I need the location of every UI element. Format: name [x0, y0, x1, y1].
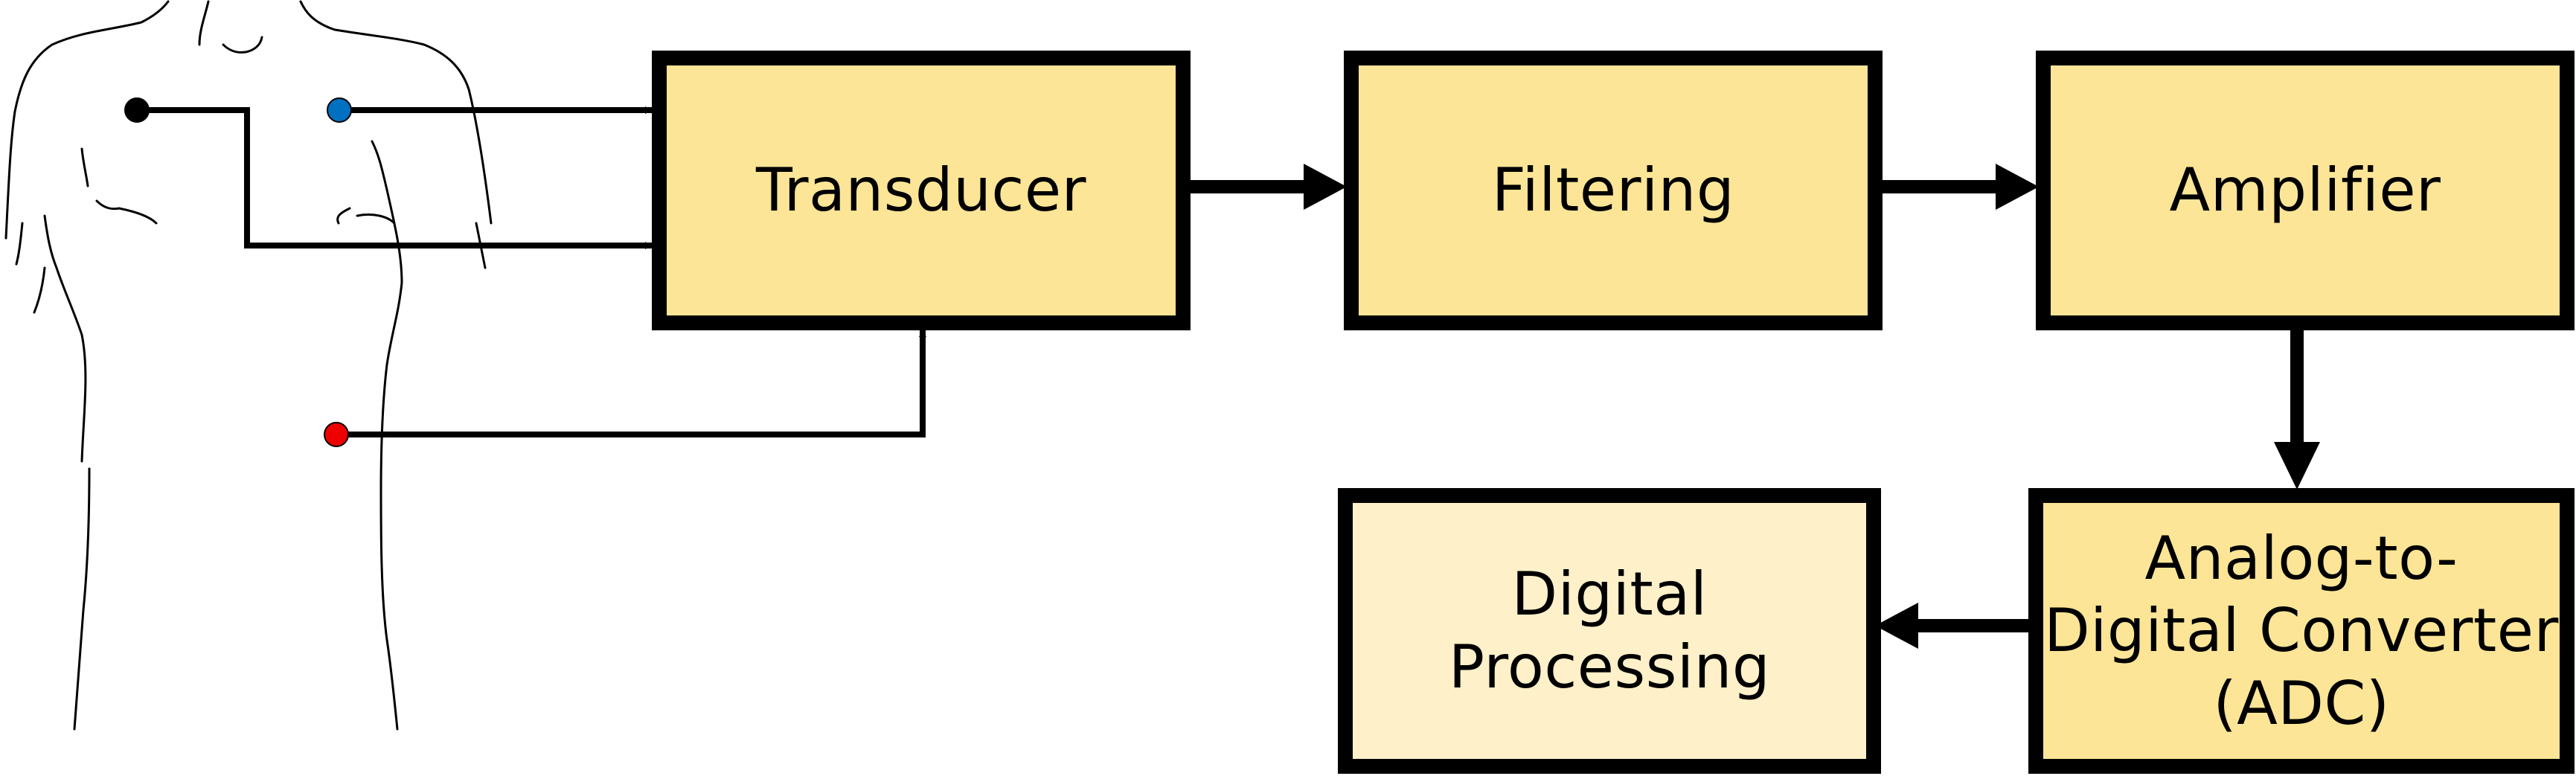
amplifier-block: Amplifier	[2036, 51, 2575, 330]
filtering-block: Filtering	[1344, 51, 1883, 330]
arrow-filtering-to-amplifier	[1996, 164, 2039, 210]
torso-outline	[4, 0, 493, 731]
red-electrode	[324, 422, 349, 447]
wires	[137, 106, 926, 437]
blue-electrode	[327, 97, 352, 123]
filtering-label: Filtering	[1491, 155, 1735, 225]
adc-block: Analog-to- Digital Converter (ADC)	[2028, 488, 2575, 774]
wire-red-electrode	[336, 330, 926, 437]
digital-processing-block: Digital Processing	[1338, 488, 1881, 774]
arrow-transducer-to-filtering	[1304, 164, 1347, 210]
signal-arrows	[1189, 164, 2320, 649]
adc-label-line-3: (ADC)	[2213, 668, 2390, 738]
arrow-amplifier-to-adc	[2274, 442, 2320, 490]
transducer-block: Transducer	[652, 51, 1191, 330]
adc-label-line-2: Digital Converter	[2044, 596, 2559, 666]
wire-black-electrode	[137, 107, 653, 249]
adc-label-line-1: Analog-to-	[2144, 523, 2458, 593]
digital-processing-label-line-1: Digital	[1511, 559, 1708, 629]
transducer-label: Transducer	[756, 155, 1086, 225]
amplifier-label: Amplifier	[2169, 155, 2441, 225]
arrow-adc-to-digital-processing	[1875, 603, 1918, 649]
black-electrode	[124, 97, 150, 123]
digital-processing-label-line-2: Processing	[1448, 632, 1771, 702]
